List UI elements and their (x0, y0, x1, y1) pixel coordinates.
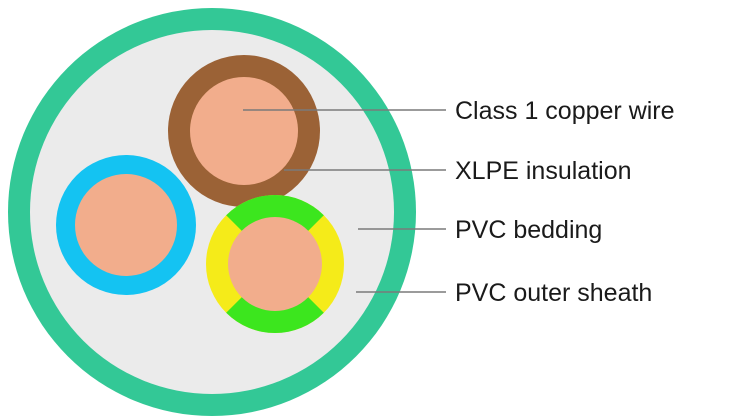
label-copper-wire: Class 1 copper wire (455, 97, 675, 125)
brown-core (168, 55, 320, 207)
earth-core (206, 194, 344, 334)
label-pvc-bedding: PVC bedding (455, 216, 602, 244)
brown-core-copper (190, 77, 298, 185)
blue-core-copper (75, 174, 177, 276)
label-xlpe-insulation: XLPE insulation (455, 157, 632, 185)
blue-core (56, 155, 196, 295)
label-pvc-outer-sheath: PVC outer sheath (455, 279, 652, 307)
earth-core-copper (228, 217, 322, 311)
